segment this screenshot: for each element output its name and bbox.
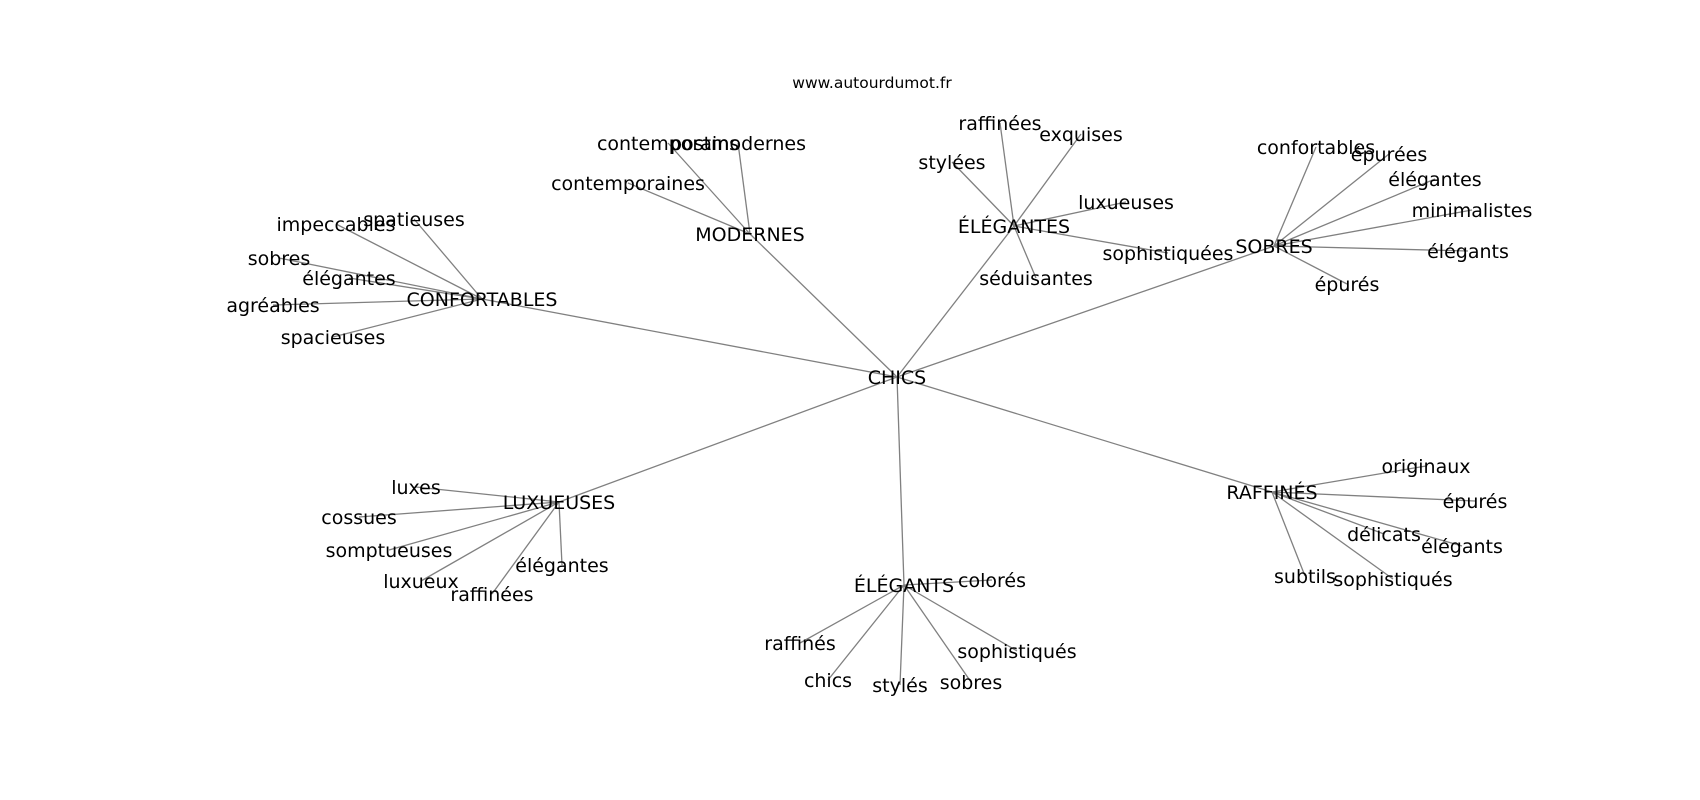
edge-elegants-chics (827, 584, 905, 681)
edge-raffines-delicats (1271, 491, 1385, 535)
leaf-node-elegantes-luxueuses: luxueuses (1078, 192, 1174, 214)
leaf-node-elegantes-seduisantes: séduisantes (979, 268, 1093, 290)
edge-elegants-raffines (799, 584, 905, 644)
leaf-node-confortables-spacieuses: spacieuses (281, 327, 386, 349)
cluster-node-raffines: RAFFINÉS (1226, 481, 1317, 504)
leaf-node-luxueuses-cossues: cossues (321, 507, 397, 529)
edge-center-elegantes (896, 225, 1015, 378)
leaf-node-raffines-sophistiques: sophistiqués (1333, 569, 1452, 591)
edge-sobres-epures (1273, 245, 1348, 285)
edge-confortables-agreables (272, 298, 483, 306)
leaf-node-modernes-contemporaines: contemporaines (551, 173, 705, 195)
leaf-node-confortables-agreables: agréables (226, 295, 319, 317)
edge-confortables-elegantes (348, 277, 483, 300)
edge-elegantes-seduisantes (1013, 225, 1037, 279)
edge-raffines-elegants (1271, 491, 1463, 547)
center-node-label: CHICS (868, 367, 926, 389)
edge-center-elegants (896, 376, 905, 586)
leaf-node-luxueuses-somptueuses: somptueuses (326, 540, 453, 562)
edge-sobres-confortables (1273, 146, 1317, 247)
edge-center-luxueuses (558, 376, 898, 503)
cluster-node-modernes: MODERNES (695, 224, 804, 246)
leaf-node-elegants-sobres: sobres (940, 672, 1003, 694)
edge-elegants-sobres (903, 584, 972, 683)
edge-center-modernes (749, 233, 898, 378)
leaf-node-sobres-epurees: épurées (1351, 144, 1427, 166)
edge-luxueuses-luxes (415, 486, 560, 503)
leaf-node-elegantes-raffinees: raffinées (958, 113, 1041, 135)
leaf-node-modernes-postmodernes: postmodernes (670, 133, 806, 155)
edge-elegantes-raffinees (999, 122, 1015, 227)
edge-luxueuses-raffinees (491, 501, 560, 595)
edge-center-sobres (896, 245, 1275, 378)
leaf-node-sobres-elegantes: élégantes (1388, 169, 1481, 191)
edge-center-raffines (896, 376, 1273, 493)
edge-elegantes-exquises (1013, 133, 1082, 227)
cluster-node-elegantes: ÉLÉGANTES (958, 215, 1070, 238)
edge-raffines-originaux (1271, 465, 1427, 493)
leaf-node-luxueuses-luxueux: luxueux (383, 571, 459, 593)
edge-elegantes-luxueuses (1013, 201, 1127, 227)
edge-elegants-styles (899, 584, 905, 686)
leaf-node-raffines-subtils: subtils (1274, 566, 1336, 588)
leaf-node-sobres-minimalistes: minimalistes (1412, 200, 1533, 222)
cluster-node-confortables: CONFORTABLES (407, 289, 558, 311)
edge-center-confortables (481, 298, 898, 378)
leaf-node-elegants-sophistiques: sophistiqués (957, 641, 1076, 663)
edge-raffines-sophistiques (1271, 491, 1394, 580)
edge-raffines-epures (1271, 491, 1476, 502)
leaf-node-confortables-elegantes: élégantes (302, 268, 395, 290)
edge-modernes-contemporains (667, 142, 751, 235)
leaf-node-elegants-raffines: raffinés (764, 633, 835, 655)
edge-raffines-subtils (1271, 491, 1306, 577)
edge-confortables-sobres (278, 257, 483, 300)
edge-confortables-spatieuses (413, 218, 483, 300)
leaf-node-elegantes-sophistiquees: sophistiquées (1103, 243, 1234, 265)
edge-sobres-minimalistes (1273, 209, 1473, 247)
leaf-node-raffines-epures: épurés (1443, 491, 1508, 513)
edge-elegantes-sophistiquees (1013, 225, 1169, 254)
edge-sobres-epurees (1273, 153, 1390, 247)
edge-elegants-sophistiques (903, 584, 1018, 652)
leaf-node-raffines-originaux: originaux (1381, 456, 1470, 478)
edge-luxueuses-cossues (358, 501, 560, 518)
cluster-node-elegants: ÉLÉGANTS (854, 574, 954, 597)
leaf-node-sobres-epures: épurés (1315, 274, 1380, 296)
leaf-node-luxueuses-raffinees: raffinées (450, 584, 533, 606)
leaf-node-sobres-confortables: confortables (1257, 137, 1375, 159)
leaf-node-modernes-contemporains: contemporains (597, 133, 739, 155)
edge-sobres-elegantes (1273, 178, 1436, 247)
leaf-node-luxueuses-elegantes: élégantes (515, 555, 608, 577)
edge-confortables-impeccables (335, 223, 483, 300)
leaf-node-luxueuses-luxes: luxes (391, 477, 441, 499)
site-url: www.autourdumot.fr (792, 74, 952, 92)
leaf-node-sobres-elegants: élégants (1427, 241, 1509, 263)
leaf-node-raffines-elegants: élégants (1421, 536, 1503, 558)
edge-elegants-colores (903, 579, 993, 586)
edge-elegantes-stylees (951, 161, 1015, 227)
leaf-node-confortables-sobres: sobres (248, 248, 311, 270)
leaf-node-raffines-delicats: délicats (1347, 524, 1421, 546)
edge-modernes-postmodernes (737, 142, 751, 235)
edge-luxueuses-luxueux (420, 501, 560, 582)
cluster-node-sobres: SOBRES (1235, 236, 1312, 258)
edge-luxueuses-somptueuses (388, 501, 560, 551)
leaf-node-confortables-spatieuses: spatieuses (363, 209, 465, 231)
cluster-node-luxueuses: LUXUEUSES (503, 492, 616, 514)
edge-luxueuses-elegantes (558, 501, 563, 566)
leaf-node-confortables-impeccables: impeccables (276, 214, 395, 236)
edge-confortables-spacieuses (332, 298, 483, 338)
leaf-node-elegants-colores: colorés (958, 570, 1026, 592)
leaf-node-elegants-chics: chics (804, 670, 852, 692)
edge-modernes-contemporaines (627, 182, 751, 235)
graph-edges (272, 122, 1476, 686)
leaf-node-elegantes-stylees: stylées (918, 152, 985, 174)
edge-sobres-elegants (1273, 245, 1469, 252)
leaf-node-elegantes-exquises: exquises (1039, 124, 1122, 146)
leaf-node-elegants-styles: stylés (872, 675, 927, 697)
